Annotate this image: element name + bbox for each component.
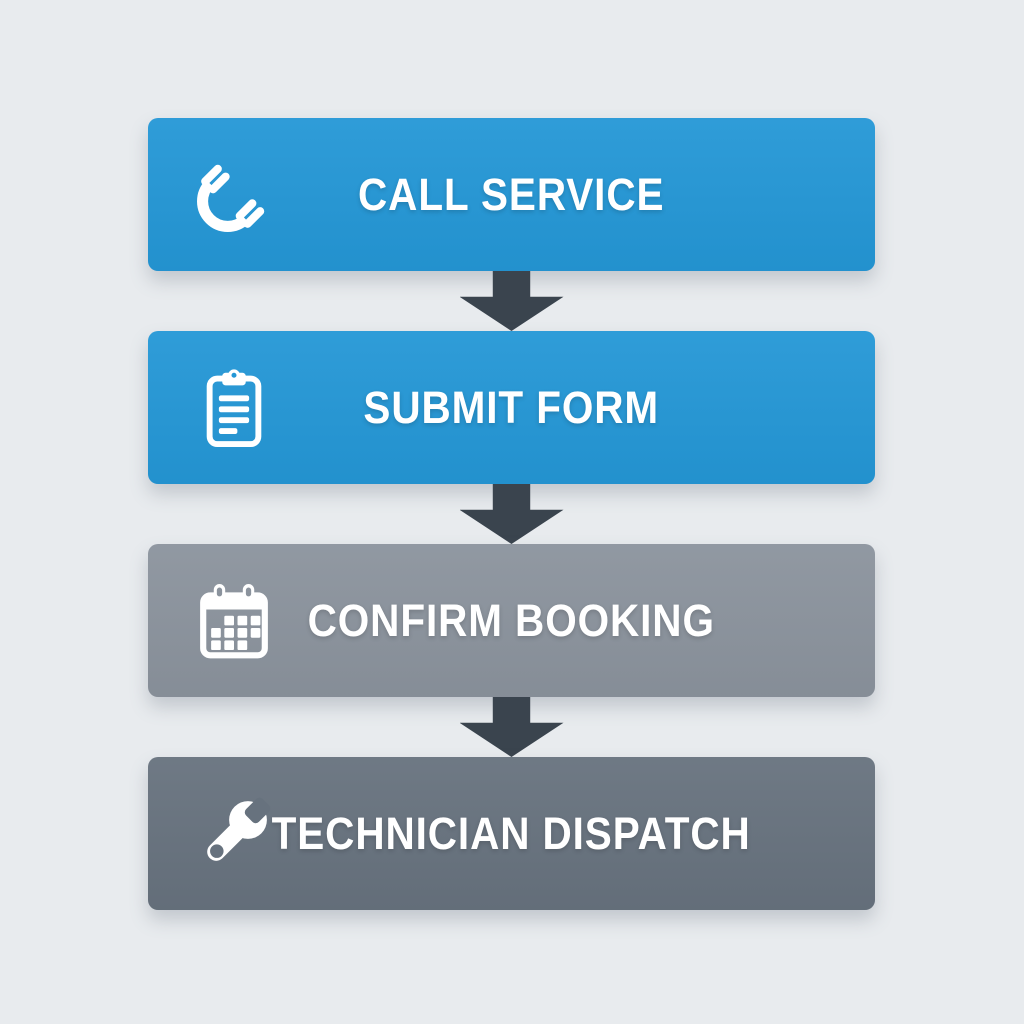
- calendar-icon: [188, 544, 280, 697]
- step-label: TECHNICIAN DISPATCH: [271, 807, 752, 859]
- wrench-icon: [188, 757, 280, 910]
- phone-icon: [188, 118, 280, 271]
- step-label: CONFIRM BOOKING: [307, 594, 716, 646]
- step-submit-form: SUBMIT FORM: [148, 331, 875, 484]
- step-technician-dispatch: TECHNICIAN DISPATCH: [148, 757, 875, 910]
- down-arrow-icon: [459, 697, 564, 757]
- clipboard-icon: [188, 331, 280, 484]
- flowchart: CALL SERVICE SUBMIT FORM: [148, 118, 875, 910]
- step-label: SUBMIT FORM: [363, 381, 660, 433]
- down-arrow-icon: [459, 271, 564, 331]
- step-call-service: CALL SERVICE: [148, 118, 875, 271]
- step-confirm-booking: CONFIRM BOOKING: [148, 544, 875, 697]
- down-arrow-icon: [459, 484, 564, 544]
- step-label: CALL SERVICE: [358, 168, 665, 220]
